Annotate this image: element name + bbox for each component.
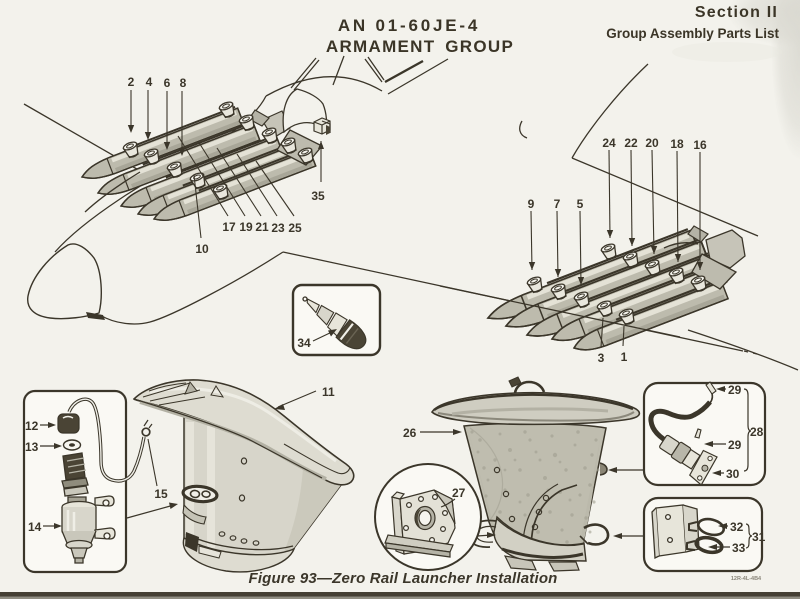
svg-text:9: 9 — [528, 197, 535, 211]
svg-text:12R-4L-4B4: 12R-4L-4B4 — [731, 576, 762, 582]
svg-text:2: 2 — [128, 75, 135, 89]
svg-text:23: 23 — [271, 221, 285, 235]
svg-text:18: 18 — [670, 137, 684, 151]
svg-text:19: 19 — [239, 220, 253, 234]
svg-text:16: 16 — [693, 138, 707, 152]
svg-text:4: 4 — [146, 75, 153, 89]
svg-text:35: 35 — [311, 189, 325, 203]
svg-text:34: 34 — [297, 336, 311, 350]
svg-text:1: 1 — [621, 350, 628, 364]
svg-text:32: 32 — [730, 520, 744, 534]
svg-text:Figure 93—Zero Rail Launcher I: Figure 93—Zero Rail Launcher Installatio… — [248, 570, 557, 587]
svg-text:Group Assembly Parts List: Group Assembly Parts List — [606, 26, 779, 41]
svg-text:AN 01-60JE-4: AN 01-60JE-4 — [338, 16, 480, 35]
svg-text:7: 7 — [554, 197, 561, 211]
svg-text:20: 20 — [645, 136, 659, 150]
svg-text:5: 5 — [577, 197, 584, 211]
svg-text:27: 27 — [452, 486, 466, 500]
svg-text:29: 29 — [728, 383, 742, 397]
svg-text:33: 33 — [732, 541, 746, 555]
svg-text:Section II: Section II — [695, 4, 778, 21]
svg-text:30: 30 — [726, 467, 740, 481]
svg-text:17: 17 — [222, 220, 236, 234]
svg-text:13: 13 — [25, 440, 39, 454]
svg-text:28: 28 — [750, 425, 764, 439]
svg-text:25: 25 — [288, 221, 302, 235]
svg-text:11: 11 — [322, 385, 335, 399]
svg-text:15: 15 — [154, 487, 168, 501]
svg-text:31: 31 — [752, 530, 766, 544]
svg-text:26: 26 — [403, 426, 417, 440]
svg-text:14: 14 — [28, 520, 42, 534]
svg-text:22: 22 — [624, 136, 638, 150]
svg-text:24: 24 — [602, 136, 616, 150]
svg-text:10: 10 — [195, 242, 209, 256]
svg-text:29: 29 — [728, 438, 742, 452]
svg-text:12: 12 — [25, 419, 39, 433]
svg-text:ARMAMENT GROUP: ARMAMENT GROUP — [326, 37, 514, 56]
svg-text:6: 6 — [164, 76, 171, 90]
svg-text:3: 3 — [598, 351, 605, 365]
svg-text:21: 21 — [255, 220, 269, 234]
svg-text:8: 8 — [180, 76, 187, 90]
